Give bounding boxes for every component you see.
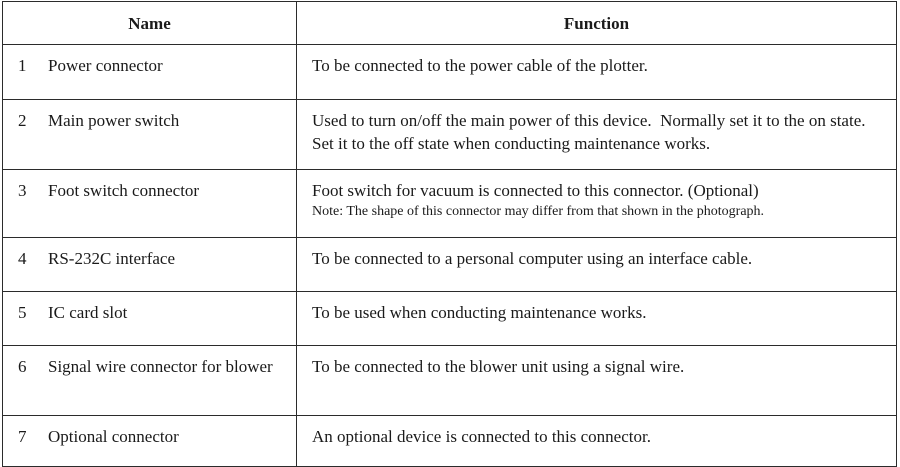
name-cell: 7 Optional connector xyxy=(2,415,297,467)
row-function: To be connected to the power cable of th… xyxy=(312,56,648,75)
function-cell: To be connected to the blower unit using… xyxy=(296,345,897,416)
row-function: Foot switch for vacuum is connected to t… xyxy=(312,181,759,200)
row-number: 3 xyxy=(18,181,27,200)
name-cell: 3 Foot switch connector xyxy=(2,169,297,238)
table-row: 5 IC card slot To be used when conducting… xyxy=(2,291,897,346)
row-name: IC card slot xyxy=(48,303,128,322)
name-cell: 6 Signal wire connector for blower xyxy=(2,345,297,416)
table-row: 3 Foot switch connector Foot switch for v… xyxy=(2,169,897,238)
table-row: 2 Main power switch Used to turn on/off t… xyxy=(2,99,897,170)
function-cell: To be connected to the power cable of th… xyxy=(296,44,897,100)
function-cell: An optional device is connected to this … xyxy=(296,415,897,467)
table-row: 6 Signal wire connector for blower To be … xyxy=(2,345,897,416)
row-number: 5 xyxy=(18,303,27,322)
row-name: RS-232C interface xyxy=(48,249,175,268)
row-name: Optional connector xyxy=(48,427,179,446)
row-number: 2 xyxy=(18,111,27,130)
row-function: To be connected to a personal computer u… xyxy=(312,249,753,268)
row-name: Signal wire connector for blower xyxy=(48,357,273,376)
table-row: 1 Power connector To be connected to the … xyxy=(2,44,897,100)
row-function: Used to turn on/off the main power of th… xyxy=(312,111,874,153)
function-cell: Used to turn on/off the main power of th… xyxy=(296,99,897,170)
row-name: Foot switch connector xyxy=(48,181,200,200)
name-cell: 1 Power connector xyxy=(2,44,297,100)
row-number: 1 xyxy=(18,56,27,75)
row-function: To be connected to the blower unit using… xyxy=(312,357,685,376)
table-row: 4 RS-232C interface To be connected to a … xyxy=(2,237,897,292)
name-cell: 5 IC card slot xyxy=(2,291,297,346)
column-header-name: Name xyxy=(2,1,297,45)
header-row: Name Function xyxy=(2,1,897,45)
name-cell: 4 RS-232C interface xyxy=(2,237,297,292)
column-header-function: Function xyxy=(296,1,897,45)
row-number: 6 xyxy=(18,357,27,376)
name-cell: 2 Main power switch xyxy=(2,99,297,170)
row-number: 7 xyxy=(18,427,27,446)
function-cell: To be used when conducting maintenance w… xyxy=(296,291,897,346)
table-row: 7 Optional connector An optional device i… xyxy=(2,415,897,467)
function-cell: To be connected to a personal computer u… xyxy=(296,237,897,292)
row-function: An optional device is connected to this … xyxy=(312,427,651,446)
row-function: To be used when conducting maintenance w… xyxy=(312,303,647,322)
row-number: 4 xyxy=(18,249,27,268)
row-name: Power connector xyxy=(48,56,163,75)
row-note: Note: The shape of this connector may di… xyxy=(312,204,765,219)
function-cell: Foot switch for vacuum is connected to t… xyxy=(296,169,897,238)
row-name: Main power switch xyxy=(48,111,180,130)
